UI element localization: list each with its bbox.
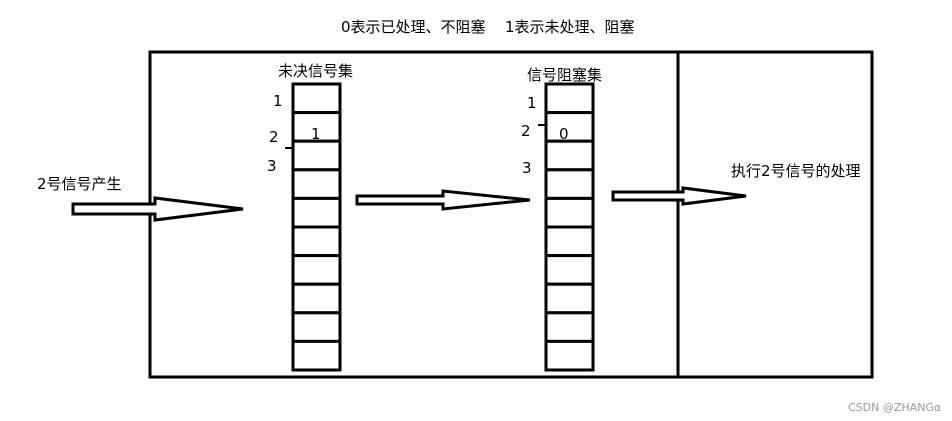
pending-set-cell-10 <box>291 339 342 372</box>
legend-one-meaning: 1表示未处理、阻塞 <box>505 18 635 36</box>
pending-set-cell-7 <box>291 254 342 286</box>
pending-set-cell-8 <box>291 282 342 315</box>
block-set-cell-5 <box>544 196 595 229</box>
block-set-cell-6 <box>544 225 595 258</box>
block-row-label-2: 2 <box>521 122 531 140</box>
csdn-watermark: CSDN @ZHANGα <box>848 401 941 414</box>
legend-zero-meaning: 0表示已处理、不阻塞 <box>341 18 486 36</box>
block-set-cell-1 <box>544 82 595 115</box>
block-row-label-1: 1 <box>527 94 537 112</box>
pending-value-2: 1 <box>311 125 321 143</box>
signal-generated-label: 2号信号产生 <box>37 175 122 193</box>
pending-set-title: 未决信号集 <box>278 62 353 80</box>
pending-set-cell-3 <box>291 139 342 172</box>
pending-set-cell-5 <box>291 196 342 229</box>
pending-to-block-arrow <box>355 189 531 211</box>
pending-set-table <box>291 82 342 372</box>
pending-set-cell-1 <box>291 82 342 115</box>
block-set-cell-10 <box>544 339 595 372</box>
input-arrow <box>71 196 244 222</box>
block-set-title: 信号阻塞集 <box>527 66 602 84</box>
pending-row-label-3: 3 <box>267 157 277 175</box>
block-set-cell-8 <box>544 282 595 315</box>
block-value-2: 0 <box>559 125 569 143</box>
block-set-cell-7 <box>544 254 595 286</box>
pending-row-label-1: 1 <box>273 92 283 110</box>
block-set-cell-4 <box>544 168 595 200</box>
pending-set-cell-6 <box>291 225 342 258</box>
handler-label: 执行2号信号的处理 <box>731 162 861 180</box>
process-box <box>148 50 874 379</box>
block-row-label-3: 3 <box>522 159 532 177</box>
block-to-handler-arrow <box>611 186 747 206</box>
pending-set-cell-9 <box>291 311 342 343</box>
block-set-cell-2 <box>544 111 595 143</box>
block-set-table <box>544 82 595 372</box>
block-set-cell-9 <box>544 311 595 343</box>
pending-set-cell-2 <box>291 111 342 143</box>
block-set-cell-3 <box>544 139 595 172</box>
pending-set-cell-4 <box>291 168 342 200</box>
pending-row-label-2: 2 <box>269 128 279 146</box>
